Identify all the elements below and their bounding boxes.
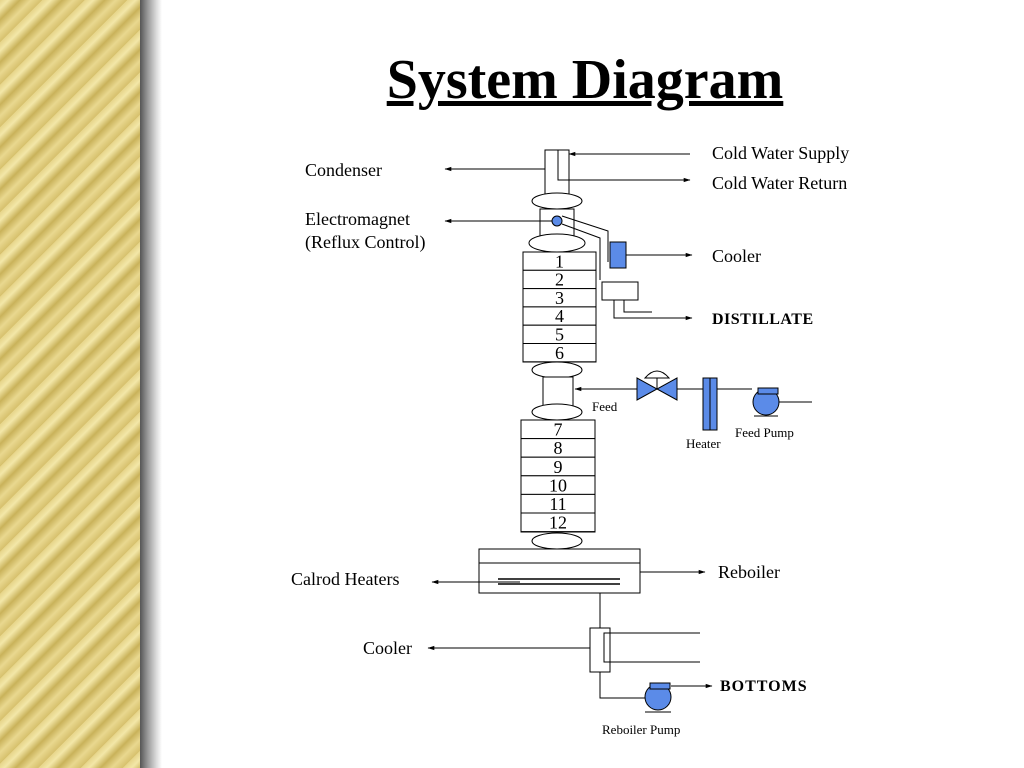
condenser-label: Condenser: [305, 160, 382, 180]
tray-number-11: 11: [549, 494, 566, 514]
cooler-top-label: Cooler: [712, 246, 761, 266]
tray-number-5: 5: [555, 325, 564, 345]
cooler-bottom-label: Cooler: [363, 638, 412, 658]
decorative-gold-panel: [0, 0, 140, 768]
distillate-line: [613, 300, 693, 321]
cold-water-return-line: [557, 150, 691, 183]
cold-water-return-label: Cold Water Return: [712, 173, 847, 193]
distillate-line-inner: [623, 300, 652, 313]
calrod-heaters-label: Calrod Heaters: [291, 569, 399, 589]
top-cooler-icon: [609, 241, 627, 269]
tray-number-6: 6: [555, 343, 564, 363]
tray-number-2: 2: [555, 270, 564, 290]
bottom-cooler-icon: [589, 627, 611, 673]
tray-number-7: 7: [554, 420, 563, 440]
feed-pump-icon: [752, 387, 780, 417]
feed-label: Feed: [592, 399, 618, 414]
reflux-control-label: (Reflux Control): [305, 232, 425, 253]
tray-number-12: 12: [549, 513, 567, 533]
reboiler-label: Reboiler: [718, 562, 780, 582]
reflux-line-outer: [561, 215, 609, 262]
tray-number-3: 3: [555, 288, 564, 308]
feed-pump-label: Feed Pump: [735, 425, 794, 440]
distillate-label: DISTILLATE: [712, 311, 814, 328]
condenser-unit: [528, 149, 586, 253]
bottoms-label: BOTTOMS: [720, 678, 808, 695]
tray-number-10: 10: [549, 475, 567, 495]
page-title: System Diagram: [386, 49, 784, 111]
feed-section: [542, 376, 574, 408]
tray-number-1: 1: [555, 251, 564, 271]
electromagnet-label: Electromagnet: [305, 209, 410, 229]
tray-12: [520, 512, 596, 533]
reboiler-pump-icon: [644, 682, 672, 713]
bottoms-line: [599, 672, 646, 699]
tray-number-4: 4: [555, 306, 564, 326]
distillate-receiver: [601, 281, 639, 301]
panel-shadow: [140, 0, 162, 768]
reflux-line-inner: [561, 223, 601, 280]
bottom-cooler-coil: [603, 632, 700, 663]
electromagnet-valve-icon: [551, 215, 563, 227]
tray-number-8: 8: [554, 438, 563, 458]
heater-label: Heater: [686, 436, 721, 451]
cold-water-supply-label: Cold Water Supply: [712, 143, 849, 163]
tray-number-9: 9: [554, 457, 563, 477]
feed-valve-icon: [636, 370, 678, 401]
reboiler-vessel: [478, 548, 641, 594]
reboiler-pump-label: Reboiler Pump: [602, 722, 680, 737]
